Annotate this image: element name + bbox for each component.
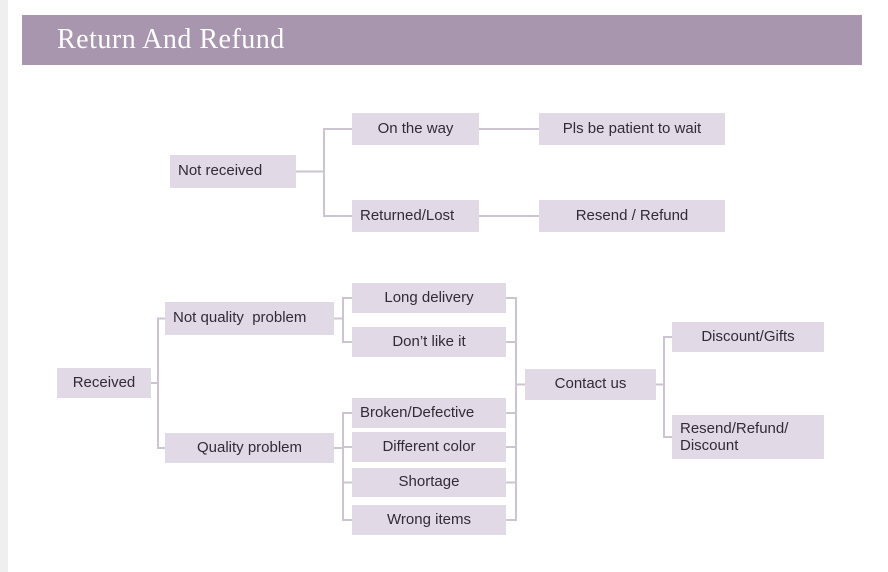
node-different-color[interactable]: Different color [352,432,506,462]
title-bar: Return And Refund [22,15,862,65]
left-edge-strip [0,0,8,572]
node-broken-defective[interactable]: Broken/Defective [352,398,506,428]
node-on-the-way[interactable]: On the way [352,113,479,145]
node-wrong-items[interactable]: Wrong items [352,505,506,535]
node-resend-refund[interactable]: Resend / Refund [539,200,725,232]
node-contact-us[interactable]: Contact us [525,369,656,400]
node-shortage[interactable]: Shortage [352,468,506,497]
node-quality-problem[interactable]: Quality problem [165,433,334,463]
node-not-quality-problem[interactable]: Not quality problem [165,302,334,335]
node-returned-lost[interactable]: Returned/Lost [352,200,479,232]
page-title: Return And Refund [57,24,285,55]
node-long-delivery[interactable]: Long delivery [352,283,506,313]
node-resend-refund-discount[interactable]: Resend/Refund/ Discount [672,415,824,459]
node-pls-be-patient[interactable]: Pls be patient to wait [539,113,725,145]
node-discount-gifts[interactable]: Discount/Gifts [672,322,824,352]
node-dont-like-it[interactable]: Don’t like it [352,327,506,357]
node-not-received[interactable]: Not received [170,155,296,188]
node-received[interactable]: Received [57,368,151,398]
